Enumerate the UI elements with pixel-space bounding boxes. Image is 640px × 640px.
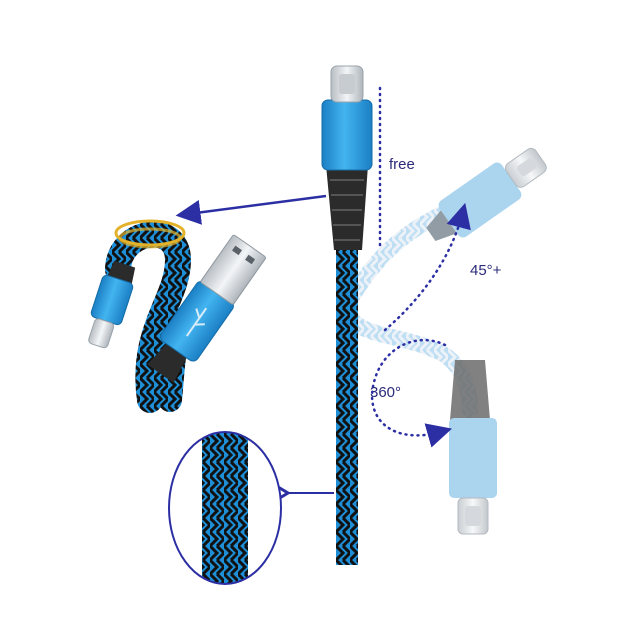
braid-zoom-circle <box>168 431 282 585</box>
main-strain-relief <box>326 165 368 250</box>
angle-45-label: 45°+ <box>470 262 502 279</box>
ghost-usb-c-plug-lower-icon <box>449 360 497 535</box>
main-usb-c-housing <box>321 99 373 171</box>
closeup-bent-cable <box>88 219 266 413</box>
main-straight-cable <box>321 65 373 565</box>
braid-zoom-strand <box>202 432 248 584</box>
angle-annotations <box>370 86 471 448</box>
free-bend-label: free <box>389 156 415 173</box>
usb-trident-icon <box>185 307 208 337</box>
main-cable-braid <box>336 245 358 565</box>
flex-coil-highlight <box>114 219 186 249</box>
arrow-to-closeup-icon <box>175 194 327 225</box>
ghost-bent-cable <box>340 147 547 535</box>
closeup-cable-loop <box>105 221 192 413</box>
ghost-cable-upper <box>342 207 448 308</box>
angle-360-label: 360° <box>370 384 402 401</box>
ghost-cable-lower <box>340 292 478 418</box>
angle-45-guide-arc <box>383 202 471 332</box>
closeup-usb-a-plug-icon <box>147 234 266 383</box>
closeup-usb-c-plug-icon <box>88 260 136 349</box>
ghost-usb-c-plug-upper-icon <box>426 147 547 241</box>
main-usb-c-plug-icon <box>330 65 364 103</box>
